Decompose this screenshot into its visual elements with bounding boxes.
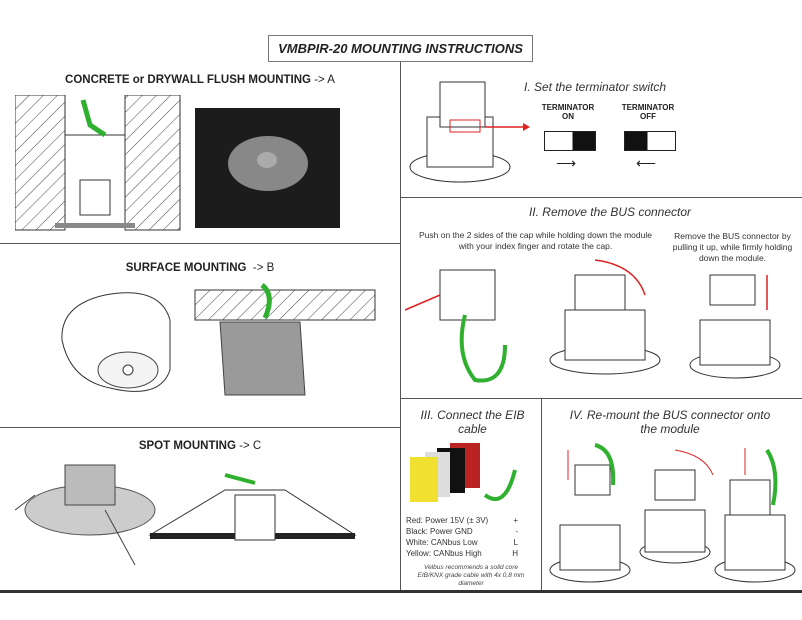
terminator-off-label: TERMINATOR OFF [621, 103, 675, 121]
page-title: VMBPIR-20 MOUNTING INSTRUCTIONS [268, 35, 533, 62]
switch-on-icon [544, 131, 596, 151]
step2-text-left: Push on the 2 sides of the cap while hol… [419, 230, 652, 251]
column-divider [400, 62, 401, 590]
eib-cable-diagram [410, 443, 517, 502]
surface-mounting-heading: SURFACE MOUNTING -> B [125, 262, 275, 274]
flush-mounting-heading: CONCRETE or DRYWALL FLUSH MOUNTING -> A [65, 74, 335, 86]
divider [0, 427, 400, 428]
bottom-rule [0, 590, 802, 593]
step4-title: IV. Re-mount the BUS connector onto the … [569, 408, 771, 436]
step3-title: III. Connect the EIB cable [420, 408, 525, 436]
divider [541, 398, 542, 590]
wire-legend: Red: Power 15V (± 3V)+ Black: Power GND-… [406, 515, 518, 559]
wire-black: Black: Power GND- [406, 527, 518, 536]
arrow-right-icon: ⟶ [556, 155, 577, 171]
step1-title: I. Set the terminator switch [523, 80, 667, 94]
step2-title: II. Remove the BUS connector [528, 205, 692, 219]
bus-removal-diagrams [405, 259, 781, 383]
module-terminator-diagram [409, 81, 530, 183]
spot-mounting-diagram [15, 464, 357, 566]
cable-note: Velbus recommends a solid core EIB/KNX g… [417, 564, 525, 587]
spot-mounting-heading: SPOT MOUNTING -> C [138, 440, 262, 452]
wire-red: Red: Power 15V (± 3V)+ [406, 516, 518, 525]
terminator-on-label: TERMINATOR ON [541, 103, 595, 121]
divider [400, 197, 802, 198]
switch-off-icon [624, 131, 676, 151]
bus-remount-diagrams [549, 443, 796, 583]
flush-mounting-diagram [15, 95, 181, 231]
step2-text-right: Remove the BUS connector by pulling it u… [672, 231, 793, 263]
divider [0, 243, 400, 244]
divider [400, 398, 802, 399]
flush-mounted-photo [195, 108, 340, 228]
arrow-left-icon: ⟵ [636, 155, 657, 171]
surface-mounting-diagram [61, 283, 376, 396]
